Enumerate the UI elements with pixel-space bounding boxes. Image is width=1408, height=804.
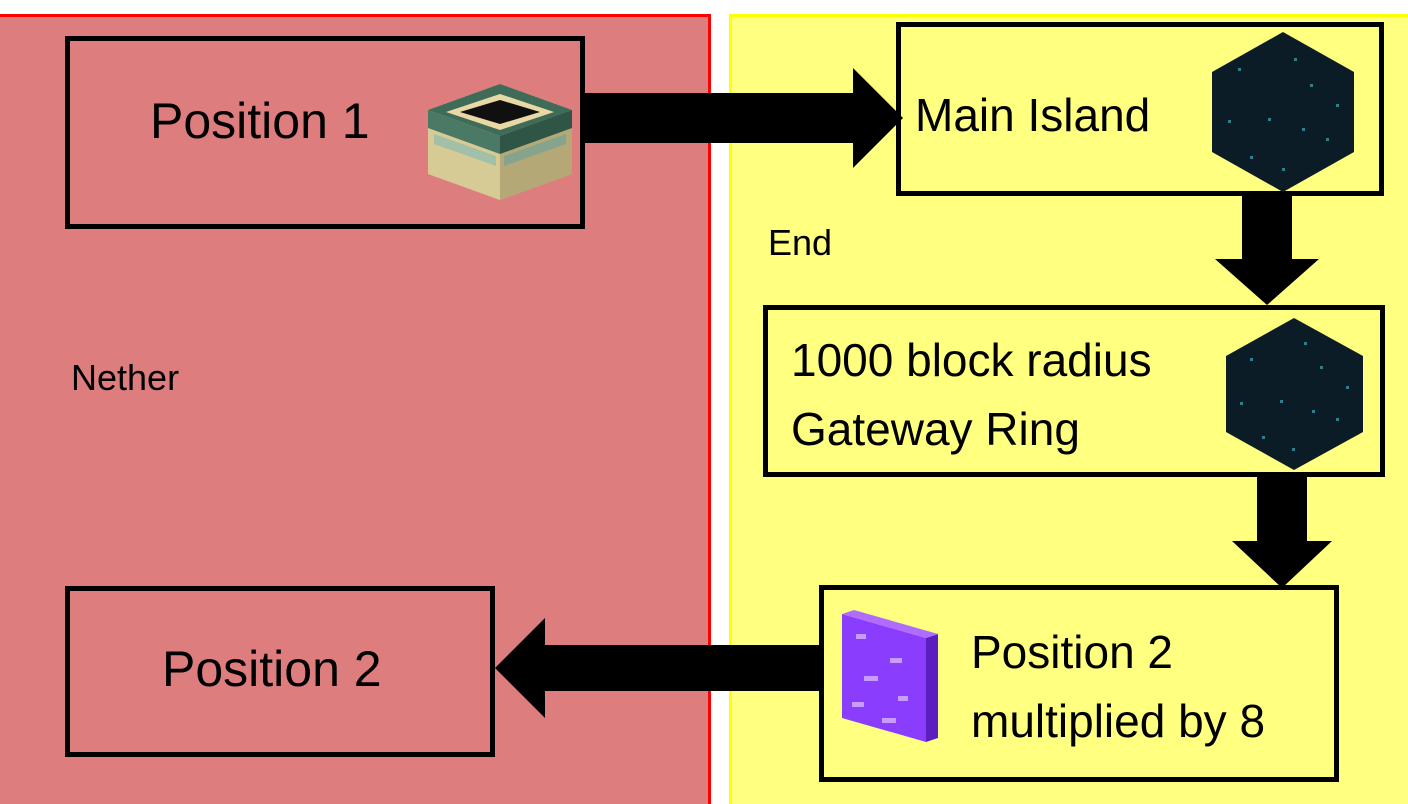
position1-text: Position 1: [150, 93, 370, 149]
position2-nether-box: [65, 586, 495, 757]
nether-label: Nether: [71, 357, 180, 398]
position2-end-text-line2: multiplied by 8: [971, 695, 1266, 747]
arrow-gateway-ring-to-position2-end: [1232, 475, 1332, 588]
position1-box: [65, 36, 585, 229]
gateway-ring-text-line2: Gateway Ring: [791, 403, 1080, 455]
arrow-position1-to-main-island: [583, 68, 903, 168]
main-island-box: [896, 22, 1384, 196]
position2-end-box: [819, 585, 1339, 782]
gateway-ring-text-line1: 1000 block radius: [791, 334, 1152, 386]
end-label: End: [768, 222, 833, 263]
gateway-ring-box: [763, 305, 1385, 477]
position2-end-text-line1: Position 2: [971, 626, 1174, 678]
nether-portal-icon: [842, 610, 938, 742]
position2-nether-text: Position 2: [162, 641, 382, 697]
end-portal-frame-icon: [428, 84, 572, 200]
end-gateway-icon: [1226, 318, 1363, 470]
main-island-text: Main Island: [915, 89, 1151, 141]
arrow-position2-end-to-position2-nether: [495, 618, 822, 718]
arrow-main-island-to-gateway-ring: [1215, 195, 1319, 305]
end-gateway-icon: [1212, 32, 1354, 192]
